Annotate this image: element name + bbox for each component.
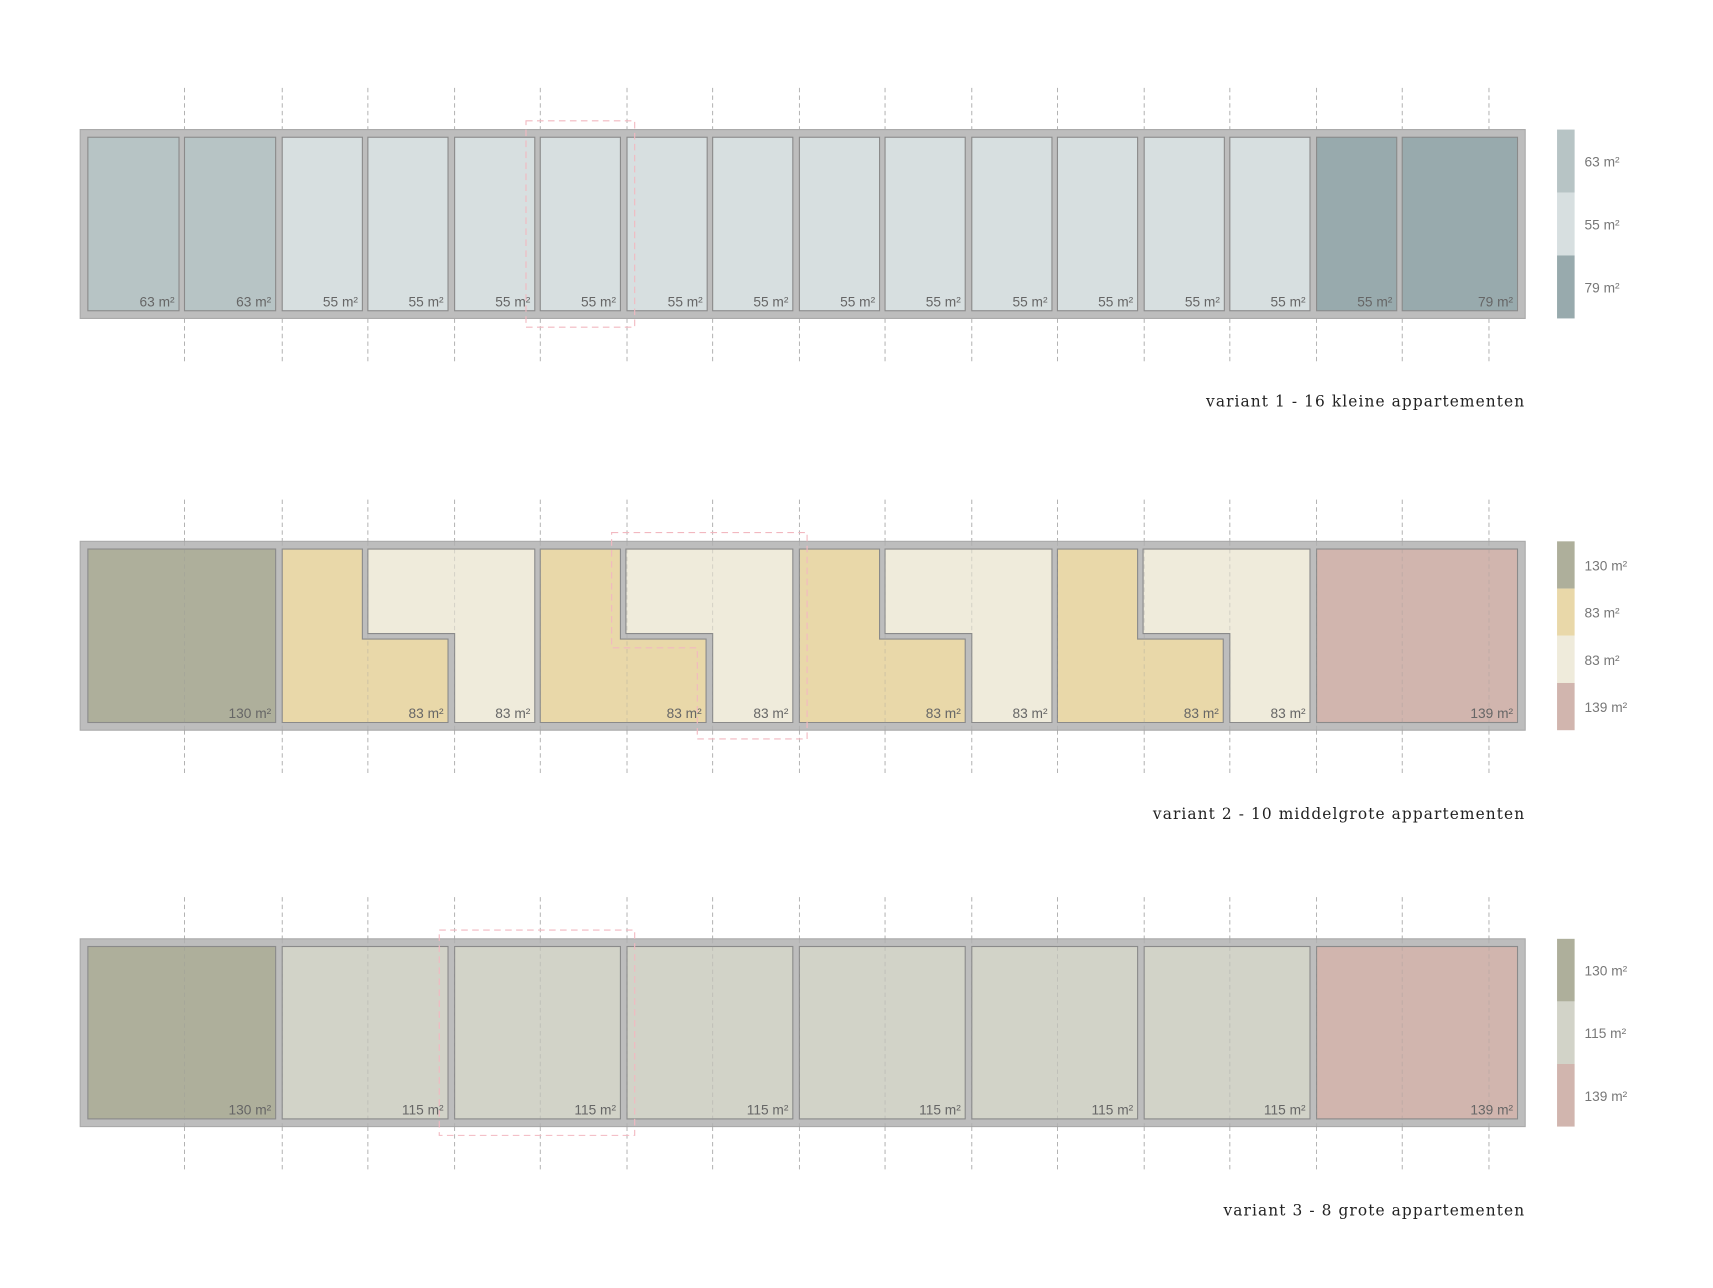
apartment-unit: [712, 136, 794, 312]
apartment-unit-l-shape: [281, 548, 449, 724]
legend-label: 55 m²: [1585, 217, 1620, 232]
unit-area-label: 79 m²: [1478, 294, 1513, 309]
legend-swatch: [1557, 635, 1575, 683]
unit-area-label: 130 m²: [229, 706, 272, 721]
unit-area-label: 55 m²: [668, 294, 703, 309]
highlight-outline: [525, 120, 636, 328]
apartment-unit: [1143, 136, 1225, 312]
legend-swatch: [1557, 682, 1575, 731]
highlight-outline: [438, 929, 636, 1136]
unit-area-label: 83 m²: [1184, 706, 1219, 721]
apartment-unit-l-shape: [367, 548, 536, 724]
apartment-unit-l-shape: [884, 548, 1053, 724]
unit-area-label: 115 m²: [1264, 1103, 1306, 1118]
apartment-unit: [626, 945, 794, 1120]
apartment-unit: [1401, 136, 1519, 312]
unit-area-label: 83 m²: [926, 706, 961, 721]
unit-area-label: 130 m²: [229, 1103, 272, 1118]
unit-area-label: 83 m²: [667, 706, 702, 721]
apartment-unit-l-shape: [625, 548, 794, 724]
unit-area-label: 55 m²: [926, 294, 961, 309]
legend-swatch: [1557, 255, 1575, 319]
variant-caption: variant 3 - 8 grote appartementen: [1223, 1202, 1526, 1220]
apartment-unit: [367, 136, 449, 312]
unit-area-label: 83 m²: [753, 706, 788, 721]
apartment-unit: [87, 548, 277, 724]
legend-swatch: [1557, 1001, 1575, 1064]
apartment-unit: [1316, 136, 1398, 312]
apartment-unit: [281, 136, 363, 312]
legend-label: 139 m²: [1585, 700, 1628, 715]
legend-swatch: [1557, 938, 1575, 1002]
apartment-unit: [1143, 945, 1311, 1120]
apartment-unit: [626, 136, 708, 312]
legend-swatch: [1557, 129, 1575, 193]
unit-area-label: 83 m²: [1012, 706, 1047, 721]
legend-label: 130 m²: [1585, 558, 1628, 573]
legend-label: 83 m²: [1585, 653, 1620, 668]
variant-3: 130 m² 115 m² 115 m² 115 m² 115 m² 115 m² 115 …: [79, 897, 1628, 1220]
variant-caption: variant 2 - 10 middelgrote appartementen: [1152, 805, 1525, 823]
apartment-unit: [1056, 136, 1139, 312]
unit-area-label: 115 m²: [402, 1103, 444, 1118]
apartment-unit: [1316, 548, 1519, 724]
variant-caption: variant 1 - 16 kleine appartementen: [1205, 392, 1525, 410]
unit-area-label: 55 m²: [1357, 294, 1392, 309]
unit-area-label: 55 m²: [840, 294, 875, 309]
unit-area-label: 63 m²: [236, 294, 271, 309]
unit-area-label: 115 m²: [919, 1103, 961, 1118]
variant-1: 63 m² 63 m² 55 m² 55 m² 55 m² 55 m² 55 m² 55 m²…: [79, 87, 1620, 410]
unit-area-label: 115 m²: [747, 1103, 789, 1118]
legend-swatch: [1557, 588, 1575, 636]
unit-area-label: 55 m²: [1271, 294, 1306, 309]
legend-swatch: [1557, 541, 1575, 589]
apartment-unit: [454, 136, 536, 312]
apartment-unit-l-shape: [1056, 548, 1224, 724]
apartment-unit: [971, 136, 1053, 312]
unit-area-label: 55 m²: [1185, 294, 1220, 309]
apartment-unit: [87, 136, 180, 312]
unit-area-label: 83 m²: [495, 706, 530, 721]
variant-2: 130 m² 83 m² 83 m² 83 m² 83 m² 83 m² 83 m² 83 m…: [79, 499, 1628, 823]
apartment-unit: [884, 136, 966, 312]
apartment-unit: [281, 945, 449, 1120]
unit-area-label: 55 m²: [581, 294, 616, 309]
legend-label: 130 m²: [1585, 964, 1628, 979]
legend-label: 83 m²: [1585, 606, 1620, 621]
legend-label: 139 m²: [1585, 1089, 1628, 1104]
apartment-unit: [798, 136, 881, 312]
highlight-outline: [611, 532, 808, 740]
unit-area-label: 83 m²: [1271, 706, 1306, 721]
unit-area-label: 55 m²: [495, 294, 530, 309]
unit-area-label: 115 m²: [1092, 1103, 1134, 1118]
unit-area-label: 55 m²: [409, 294, 444, 309]
legend-label: 79 m²: [1585, 280, 1620, 295]
apartment-unit-l-shape: [539, 548, 707, 724]
legend-label: 115 m²: [1585, 1026, 1627, 1041]
apartment-unit-l-shape: [1142, 548, 1311, 724]
unit-area-label: 83 m²: [409, 706, 444, 721]
apartment-unit: [1316, 945, 1519, 1120]
unit-area-label: 63 m²: [140, 294, 175, 309]
unit-area-label: 55 m²: [1098, 294, 1133, 309]
apartment-unit: [798, 945, 966, 1120]
apartment-unit-l-shape: [798, 548, 966, 724]
unit-area-label: 139 m²: [1470, 1103, 1513, 1118]
unit-area-label: 139 m²: [1470, 706, 1513, 721]
legend-swatch: [1557, 192, 1575, 256]
apartment-unit: [183, 136, 277, 312]
apartment-unit: [454, 945, 621, 1120]
legend-label: 63 m²: [1585, 155, 1620, 170]
apartment-unit: [87, 945, 277, 1120]
unit-area-label: 55 m²: [753, 294, 788, 309]
unit-area-label: 55 m²: [323, 294, 358, 309]
apartment-unit: [539, 136, 621, 312]
legend-swatch: [1557, 1064, 1575, 1127]
apartment-unit: [971, 945, 1139, 1120]
apartment-unit: [1229, 136, 1311, 312]
unit-area-label: 115 m²: [574, 1103, 616, 1118]
unit-area-label: 55 m²: [1012, 294, 1047, 309]
